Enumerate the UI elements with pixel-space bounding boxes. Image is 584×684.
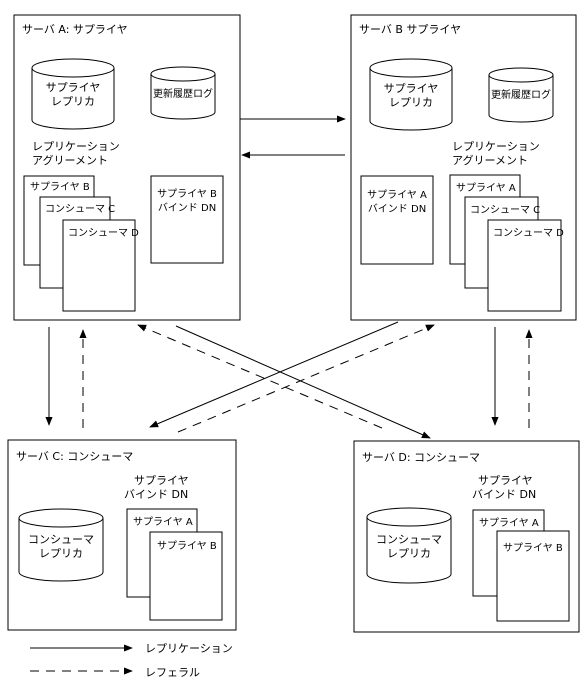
server-a-bind-label-1: サプライヤ B	[157, 188, 217, 200]
server-b-agreement-label-1: レプリケーション	[452, 140, 540, 153]
referral-arrow-c-to-b	[177, 324, 435, 433]
server-a-replica-label-2: レプリカ	[51, 95, 95, 108]
server-a-agreement-doc-label: コンシューマ C	[45, 204, 115, 215]
server-a-bind-dn-doc	[150, 175, 224, 264]
server-a-changelog-db-icon	[150, 66, 216, 120]
legend: レプリケーション レフェラル	[30, 642, 233, 679]
server-a-title: サーバ A: サプライヤ	[22, 23, 128, 36]
server-b-replica-label-1: サプライヤ	[384, 82, 439, 95]
server-a-replica-db-icon	[31, 58, 115, 130]
server-c-replica-db-icon	[18, 508, 104, 582]
server-c-replica-label-2: レプリカ	[39, 547, 83, 560]
legend-replication-label: レプリケーション	[145, 642, 233, 655]
server-c-bind-label-2: バインド DN	[124, 488, 188, 501]
server-b-agreement-label-2: アグリーメント	[452, 153, 528, 167]
server-a: サーバ A: サプライヤ サプライヤ レプリカ 更新履歴ログ レプリケーション …	[13, 14, 241, 321]
server-d-bind-label-2: バインド DN	[472, 488, 536, 501]
referral-arrow-d-to-a	[137, 324, 383, 429]
replication-arrow-a-to-d	[175, 325, 431, 439]
server-b-agreement-doc-label: コンシューマ D	[493, 228, 564, 239]
server-b-changelog-label: 更新履歴ログ	[491, 88, 551, 101]
server-b-replica-label-2: レプリカ	[389, 96, 433, 109]
server-a-changelog-label: 更新履歴ログ	[153, 87, 213, 100]
server-c-bind-label-1: サプライヤ	[134, 474, 189, 487]
server-c: サーバ C: コンシューマ サプライヤ バインド DN コンシューマ レプリカ …	[7, 439, 237, 631]
server-a-agreement-label-2: アグリーメント	[32, 153, 108, 167]
server-b-bind-dn-doc	[360, 175, 434, 265]
server-b: サーバ B サプライヤ サプライヤ レプリカ 更新履歴ログ レプリケーション ア…	[350, 14, 577, 321]
server-d-title: サーバ D: コンシューマ	[362, 451, 480, 464]
server-a-bind-label-2: バインド DN	[158, 202, 216, 214]
server-d-replica-db-icon	[366, 507, 452, 584]
server-b-bind-label-2: バインド DN	[368, 203, 426, 215]
server-d-replica-label-1: コンシューマ	[376, 533, 442, 546]
server-b-replica-db-icon	[369, 58, 453, 131]
server-c-bind-doc	[149, 531, 223, 621]
server-c-bind-doc-label: サプライヤ B	[157, 540, 217, 552]
server-b-changelog-db-icon	[488, 67, 554, 123]
legend-referral-label: レフェラル	[145, 666, 200, 679]
server-c-bind-doc-label: サプライヤ A	[133, 516, 193, 528]
server-d: サーバ D: コンシューマ サプライヤ バインド DN コンシューマ レプリカ …	[353, 440, 580, 633]
server-c-title: サーバ C: コンシューマ	[16, 450, 133, 463]
server-c-replica-label-1: コンシューマ	[28, 533, 94, 546]
server-a-agreement-doc	[62, 219, 136, 312]
server-a-agreement-label-1: レプリケーション	[32, 140, 120, 153]
server-d-bind-doc-label: サプライヤ A	[479, 517, 539, 529]
server-b-title: サーバ B サプライヤ	[359, 23, 461, 36]
server-b-agreement-doc-label: サプライヤ A	[456, 182, 516, 194]
server-d-bind-doc-label: サプライヤ B	[503, 542, 563, 554]
server-a-replica-label-1: サプライヤ	[46, 81, 101, 94]
server-a-agreement-doc-label: コンシューマ D	[68, 228, 139, 239]
server-a-agreement-doc-label: サプライヤ B	[30, 181, 90, 193]
server-d-replica-label-2: レプリカ	[387, 547, 431, 560]
server-b-agreement-doc-label: コンシューマ C	[470, 205, 540, 216]
server-d-bind-doc	[496, 530, 570, 622]
server-b-bind-label-1: サプライヤ A	[367, 189, 427, 201]
replication-arrow-b-to-c	[149, 321, 399, 428]
server-b-agreement-doc	[487, 219, 562, 312]
server-d-bind-label-1: サプライヤ	[478, 474, 533, 487]
